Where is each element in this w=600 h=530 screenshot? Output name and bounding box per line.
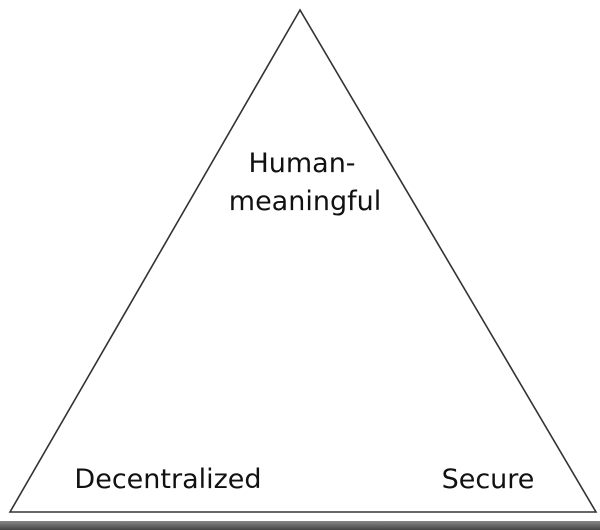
label-decentralized: Decentralized [74,464,261,495]
label-secure: Secure [442,464,535,495]
label-human: Human- [248,148,355,179]
bottom-border [0,521,600,530]
triangle [8,8,598,513]
label-meaningful: meaningful [229,186,381,217]
